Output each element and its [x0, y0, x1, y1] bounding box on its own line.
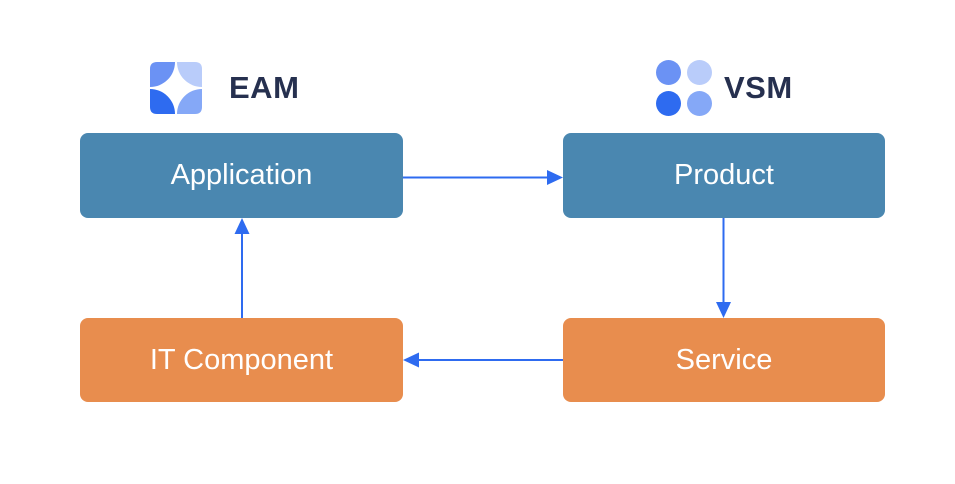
arrowhead-up-icon [234, 218, 250, 234]
node-application-label: Application [170, 159, 313, 191]
node-service-label: Service [675, 343, 773, 376]
eam-jira-sails-logo-icon [150, 62, 202, 114]
node-application: Application [80, 133, 403, 218]
vsm-header: VSM [656, 60, 793, 116]
eam-label: EAM [229, 70, 300, 105]
arrowhead-left-icon [403, 352, 419, 368]
arrowhead-down-icon [716, 302, 731, 318]
arrow-service-to-it-component [403, 352, 563, 368]
arrow-product-to-service [716, 218, 731, 318]
node-it-component: IT Component [80, 318, 403, 402]
node-service: Service [563, 318, 885, 402]
arrow-it-component-to-application [234, 218, 250, 318]
node-it-component-label: IT Component [149, 343, 334, 376]
eam-header: EAM [150, 62, 299, 114]
arrow-application-to-product [403, 170, 563, 185]
vsm-label: VSM [724, 70, 793, 105]
node-product: Product [563, 133, 885, 218]
arrowhead-right-icon [547, 170, 563, 185]
vsm-four-dots-logo-icon [656, 60, 712, 116]
node-product-label: Product [674, 159, 774, 191]
